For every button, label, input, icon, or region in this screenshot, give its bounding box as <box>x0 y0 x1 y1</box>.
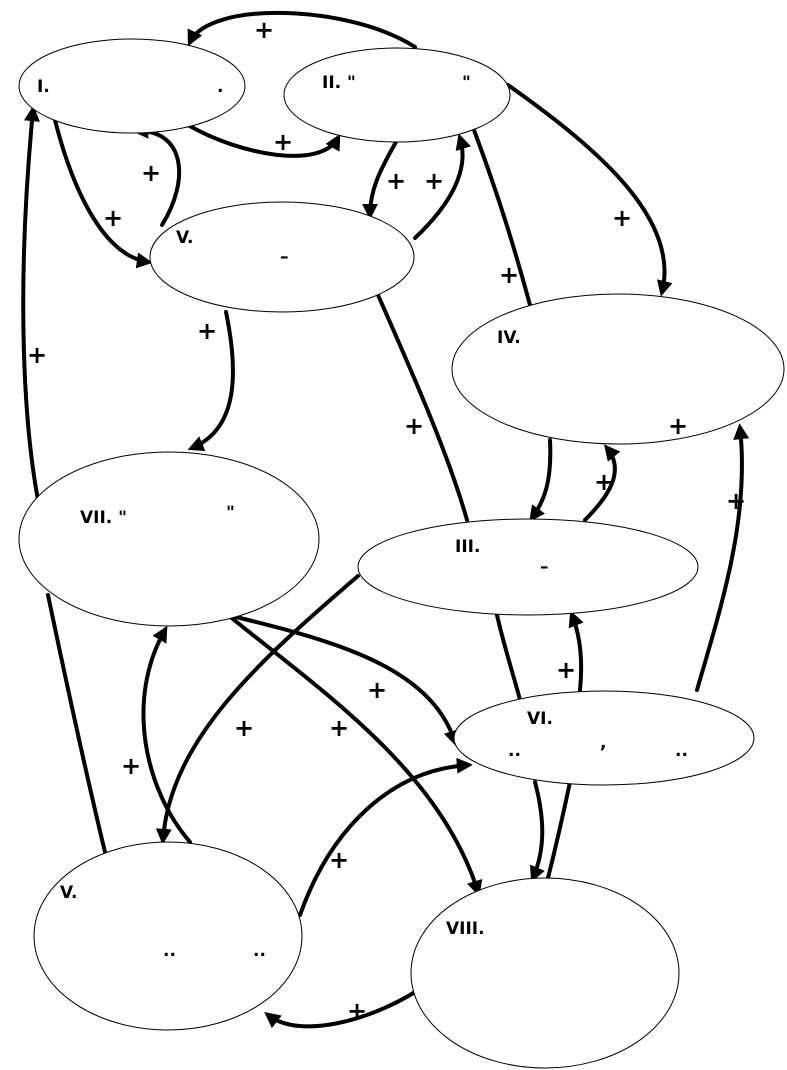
node-i-extra: . <box>217 77 223 97</box>
edge-sign: + <box>329 714 349 742</box>
node-iv-ellipse <box>451 293 785 445</box>
node-i-ellipse <box>18 38 246 134</box>
node-v-bottom-label: V. <box>60 883 77 903</box>
edge-sign: + <box>612 204 632 232</box>
node-vii-extra: " <box>226 503 235 523</box>
edge-sign: + <box>141 159 161 187</box>
edge-vi-to-viii <box>530 780 545 883</box>
edge-sign: + <box>594 468 614 496</box>
edge-v-iii-line <box>376 293 469 522</box>
edge-iii-to-iv <box>583 444 621 522</box>
edge-sign: + <box>121 752 141 780</box>
edge-sign: + <box>726 487 746 515</box>
edge-i-to-ii <box>186 123 341 158</box>
edge-sign: + <box>27 341 47 369</box>
edge-v-to-ii <box>413 133 471 240</box>
node-ii-ellipse <box>283 47 511 143</box>
node-vi-line2b: , <box>600 733 606 753</box>
edge-ix-to-vii <box>141 625 192 844</box>
edge-sign: + <box>103 204 123 232</box>
edge-vi-viii-line <box>546 780 572 880</box>
edge-ii-iii-line <box>472 128 532 307</box>
node-vi-line2a: .. <box>508 741 521 761</box>
node-v-bottom-line2b: .. <box>253 941 266 961</box>
edge-iii-to-ix <box>155 574 360 845</box>
node-v-top-ellipse <box>149 201 415 313</box>
edge-v-to-vii <box>187 310 235 452</box>
edge-iv-to-iii <box>529 438 553 522</box>
edge-sign: + <box>404 412 424 440</box>
edge-vii-ix-line <box>46 593 107 854</box>
edge-vi-to-iii <box>568 610 584 692</box>
edge-vii-to-vi <box>226 613 460 747</box>
edge-sign: + <box>347 997 367 1025</box>
edge-sign: + <box>254 16 274 44</box>
node-ii-label: II. " <box>322 73 356 93</box>
node-vii-label: VII. " <box>80 508 127 528</box>
node-v-top-extra: – <box>280 247 289 267</box>
node-v-bottom-line2a: .. <box>163 941 176 961</box>
edge-signs: + + + + + + + + + + + + + + + + + + + + … <box>27 16 746 1025</box>
edge-ii-to-v <box>362 140 398 220</box>
node-viii-label: VIII. <box>446 919 485 939</box>
edge-sign: + <box>273 128 293 156</box>
node-v-top-label: V. <box>176 228 193 248</box>
edge-sign: + <box>386 167 406 195</box>
edge-ix-to-vi <box>298 757 473 917</box>
node-v-top: V. – <box>149 201 415 313</box>
node-vi-label: VI. <box>527 709 553 729</box>
edge-ii-to-i <box>187 10 417 49</box>
edge-sign: + <box>499 261 519 289</box>
node-iii: III. – <box>357 518 699 616</box>
edges <box>21 10 750 1029</box>
edge-ii-to-iv <box>506 83 673 297</box>
node-v-bottom-ellipse <box>33 841 303 1031</box>
node-viii: VIII. <box>410 877 680 1069</box>
edge-i-to-v <box>53 118 153 269</box>
node-vi-line2c: .. <box>675 741 688 761</box>
node-vi: VI. .. , .. <box>453 690 755 786</box>
node-vi-ellipse <box>453 690 755 786</box>
edge-sign: + <box>556 656 576 684</box>
node-vii-ellipse <box>18 451 320 627</box>
node-iv-label: IV. <box>497 328 521 348</box>
node-iii-extra: – <box>540 557 549 577</box>
edge-iii-vi-line <box>495 613 522 702</box>
node-iii-label: III. <box>455 537 480 557</box>
edge-viii-to-ix <box>264 990 417 1029</box>
edge-sign: + <box>197 317 217 345</box>
node-iii-ellipse <box>357 518 699 616</box>
node-vii: VII. " " <box>18 451 320 627</box>
node-viii-ellipse <box>410 877 680 1069</box>
edge-sign: + <box>367 676 387 704</box>
node-ii-extra: " <box>462 73 471 93</box>
node-i-label: I. <box>37 77 50 97</box>
edge-sign: + <box>424 167 444 195</box>
edge-i-ix-line <box>21 105 40 502</box>
edge-sign: + <box>668 412 688 440</box>
node-iv: IV. <box>451 293 785 445</box>
node-i: I. . <box>18 38 246 134</box>
edge-vii-to-viii <box>226 613 483 897</box>
edge-vi-to-iv <box>695 423 750 692</box>
node-v-bottom: V. .. .. <box>33 841 303 1031</box>
edge-sign: + <box>234 714 254 742</box>
edge-sign: + <box>329 846 349 874</box>
node-ii: II. " " <box>283 47 511 143</box>
